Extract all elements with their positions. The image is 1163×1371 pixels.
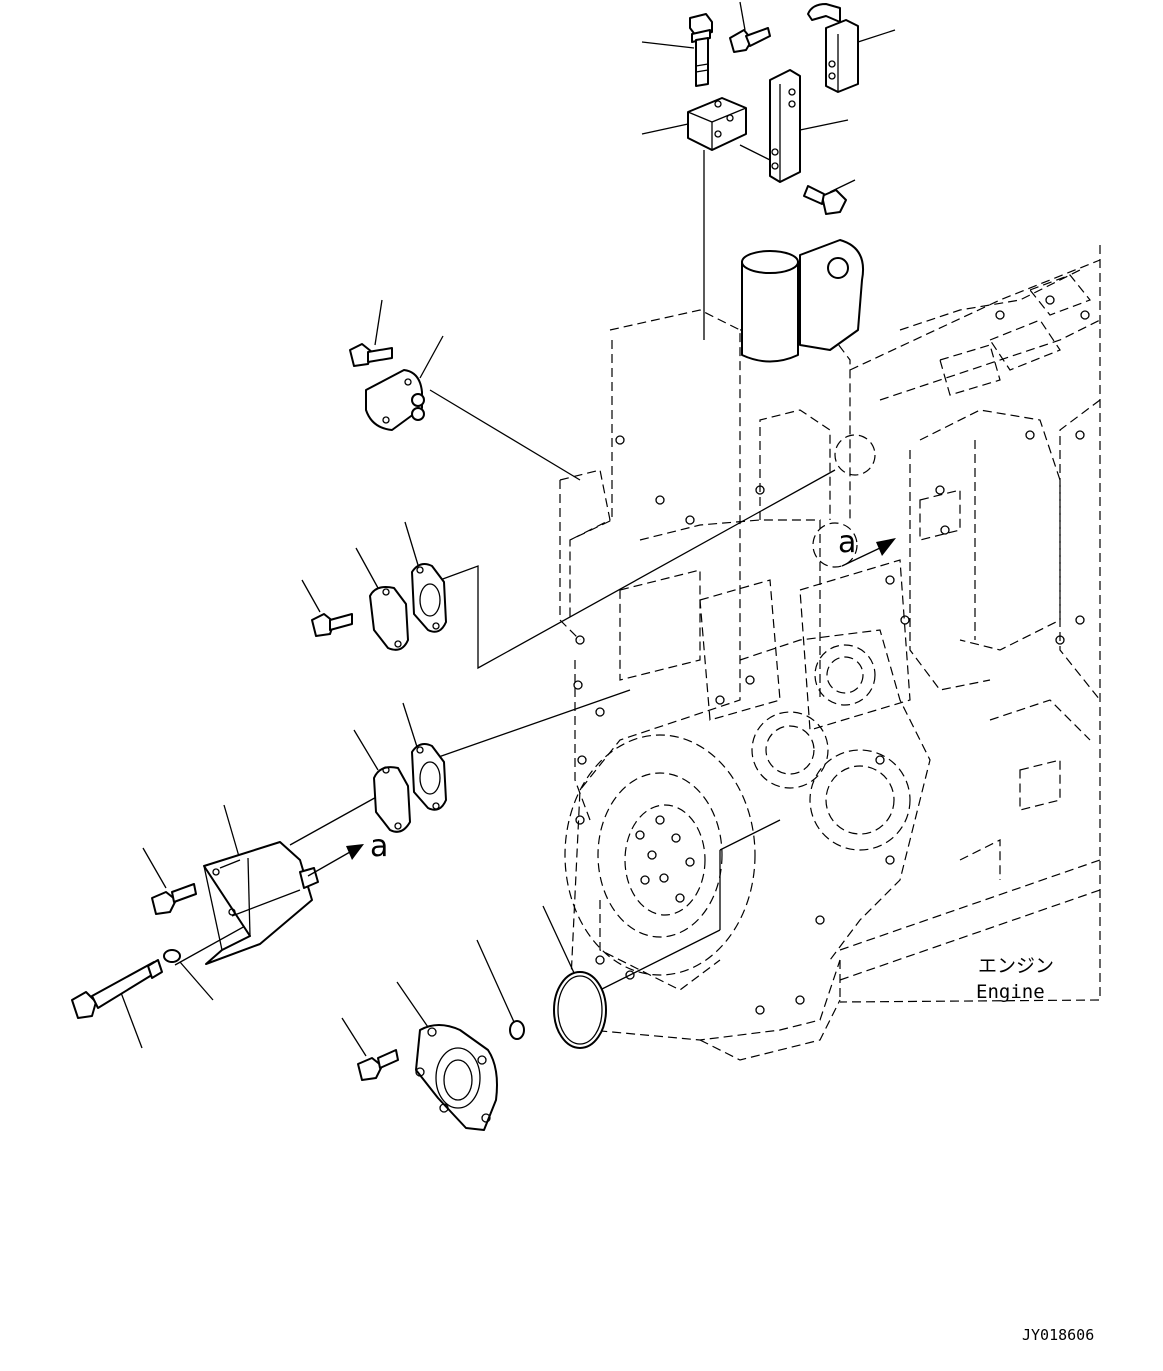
bolt-bracket: [803, 185, 847, 215]
gasket-middle: [411, 563, 447, 633]
o-ring-large: [553, 971, 607, 1049]
connector-block: [687, 97, 747, 151]
engine-outline: [559, 245, 1101, 1061]
bolt-mount: [151, 883, 197, 915]
gasket-lower: [411, 743, 447, 811]
bolt-vertical-top: [689, 13, 713, 87]
o-ring-small: [509, 1020, 525, 1040]
bolt-retainer: [357, 1049, 399, 1081]
view-arrow-lower: [307, 844, 364, 877]
bolt-long: [71, 959, 163, 1019]
view-mark-label-upper: a: [838, 525, 856, 560]
cover-plate-middle: [369, 586, 409, 651]
engine-top-pipe: [741, 239, 864, 363]
leader-lines: [119, 1, 896, 1057]
bolt-cover-middle: [311, 613, 353, 637]
seal-retainer: [415, 1024, 498, 1131]
cover-plate-upper: [365, 369, 425, 431]
engine-label-jp: エンジン: [978, 955, 1054, 977]
drawing-code: JY018606: [1022, 1326, 1094, 1344]
view-mark-label-lower: a: [370, 829, 388, 864]
view-arrow-upper: [841, 538, 896, 567]
engine-bolt-holes: [573, 295, 1090, 1015]
pipe-elbow-block: [807, 3, 859, 93]
cover-plate-lower: [373, 766, 411, 833]
engine-label-en: Engine: [976, 981, 1045, 1003]
bolt-small-top: [729, 27, 771, 53]
washer: [163, 949, 181, 963]
bolt-cover-upper: [349, 343, 393, 367]
damper-bolts: [635, 815, 695, 903]
bracket: [769, 69, 801, 183]
mount-bracket: [203, 841, 319, 965]
